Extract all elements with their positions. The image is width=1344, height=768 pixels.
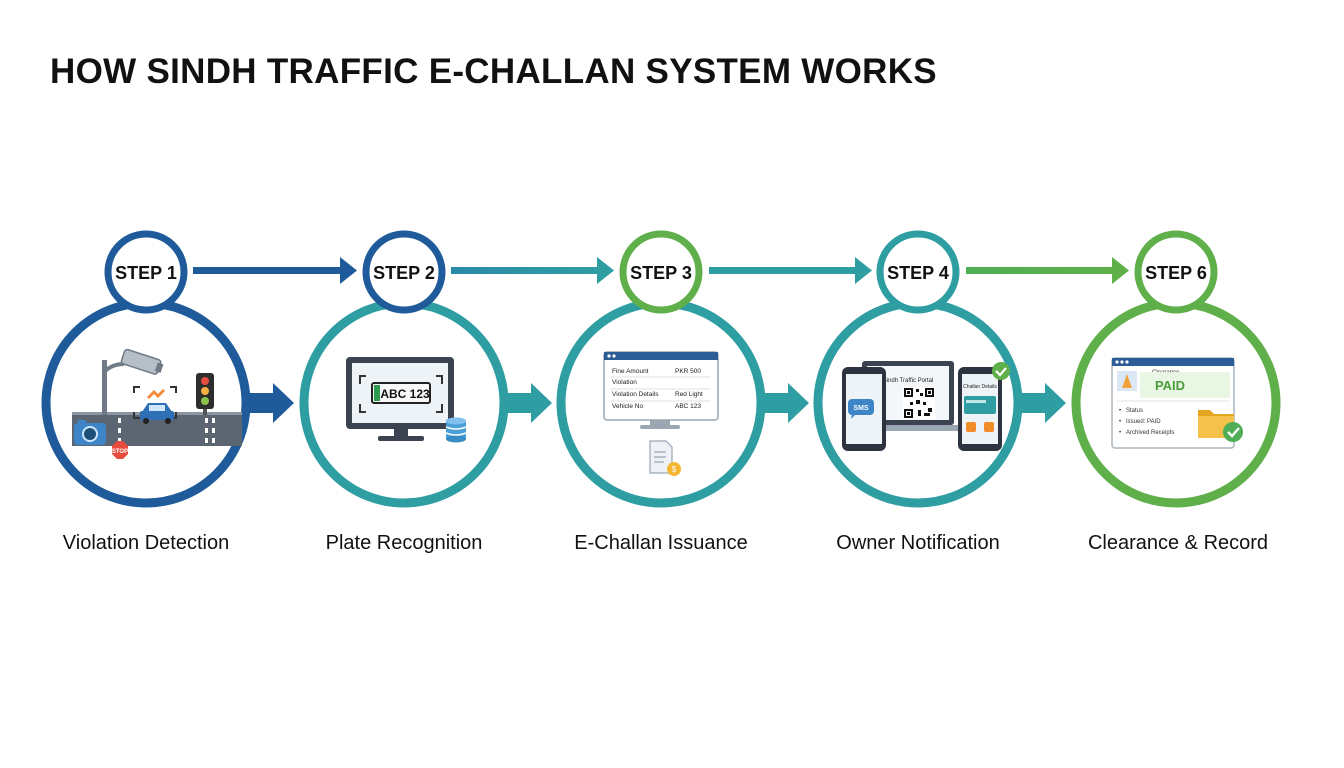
flow-arrow-1-2	[247, 383, 294, 423]
form-field-vehicle-label: Vehicle No	[612, 403, 643, 410]
step-1-circle	[41, 298, 251, 508]
step-6-label: Clearance & Record	[1087, 532, 1269, 554]
connector-arrow-4-6	[966, 257, 1129, 284]
form-field-details-value: Red Light	[675, 391, 703, 398]
paid-record-icon: Clearance PAID • Status • Issued: PAID •…	[1111, 357, 1243, 449]
step-2-badge-text: STEP 2	[373, 263, 435, 283]
step-4-label: Owner Notification	[836, 532, 1000, 554]
portal-title-text: Sindh Traffic Portal	[883, 378, 934, 384]
traffic-camera-scene-icon: STOP	[72, 348, 242, 459]
check-badge-icon	[1223, 422, 1243, 442]
form-field-fine-label: Fine Amount	[612, 368, 649, 375]
svg-text:•: •	[1119, 408, 1121, 414]
step-3-badge: STEP 3	[619, 230, 703, 314]
step-3-badge-text: STEP 3	[630, 263, 692, 283]
connector-arrow-2-3	[451, 257, 614, 284]
step-1-badge: STEP 1	[104, 230, 188, 314]
form-field-details-label: Violation Details	[612, 391, 659, 398]
flow-arrow-2-3	[505, 383, 552, 423]
form-field-violation-label: Violation	[612, 379, 637, 386]
step-6-badge: STEP 6	[1134, 230, 1218, 314]
devices-notification-icon: Sindh Traffic Portal SMS Challan Details	[842, 361, 1010, 451]
connector-arrow-3-4	[709, 257, 872, 284]
sms-bubble-text: SMS	[853, 405, 869, 412]
form-field-vehicle-value: ABC 123	[675, 403, 701, 410]
connector-arrow-1-2	[193, 257, 357, 284]
record-item-archived: Archived Receipts	[1126, 430, 1174, 436]
step-1-label: Violation Detection	[62, 532, 230, 554]
page-title: HOW SINDH TRAFFIC E-CHALLAN SYSTEM WORKS	[50, 52, 937, 91]
app-title-text: Challan Details	[963, 384, 997, 390]
step-6-badge-text: STEP 6	[1145, 263, 1207, 283]
form-field-fine-value: PKR 500	[675, 368, 701, 375]
database-icon	[445, 417, 467, 443]
svg-text:•: •	[1119, 419, 1121, 425]
check-badge-icon	[992, 362, 1010, 380]
record-item-status: Status	[1126, 408, 1143, 414]
flow-arrow-4-6	[1019, 383, 1066, 423]
challan-form-icon: Fine Amount PKR 500 Violation Violation …	[603, 351, 719, 476]
step-4-badge: STEP 4	[876, 230, 960, 314]
record-item-issued: Issued: PAID	[1126, 419, 1161, 425]
step-2-badge: STEP 2	[362, 230, 446, 314]
plate-number-text: ABC 123	[380, 387, 430, 401]
svg-text:$: $	[672, 465, 677, 474]
stop-sign-text: STOP	[112, 449, 128, 455]
monitor-plate-icon: ABC 123	[346, 357, 467, 443]
document-icon	[649, 440, 673, 474]
svg-text:•: •	[1119, 430, 1121, 436]
qr-code-icon	[903, 387, 935, 419]
flow-arrow-3-4	[762, 383, 809, 423]
step-3-label: E-Challan Issuance	[574, 532, 748, 554]
paid-status-text: PAID	[1155, 378, 1185, 393]
step-4-badge-text: STEP 4	[887, 263, 949, 283]
coin-icon: $	[667, 462, 681, 476]
step-2-label: Plate Recognition	[325, 532, 483, 554]
step-1-badge-text: STEP 1	[115, 263, 177, 283]
